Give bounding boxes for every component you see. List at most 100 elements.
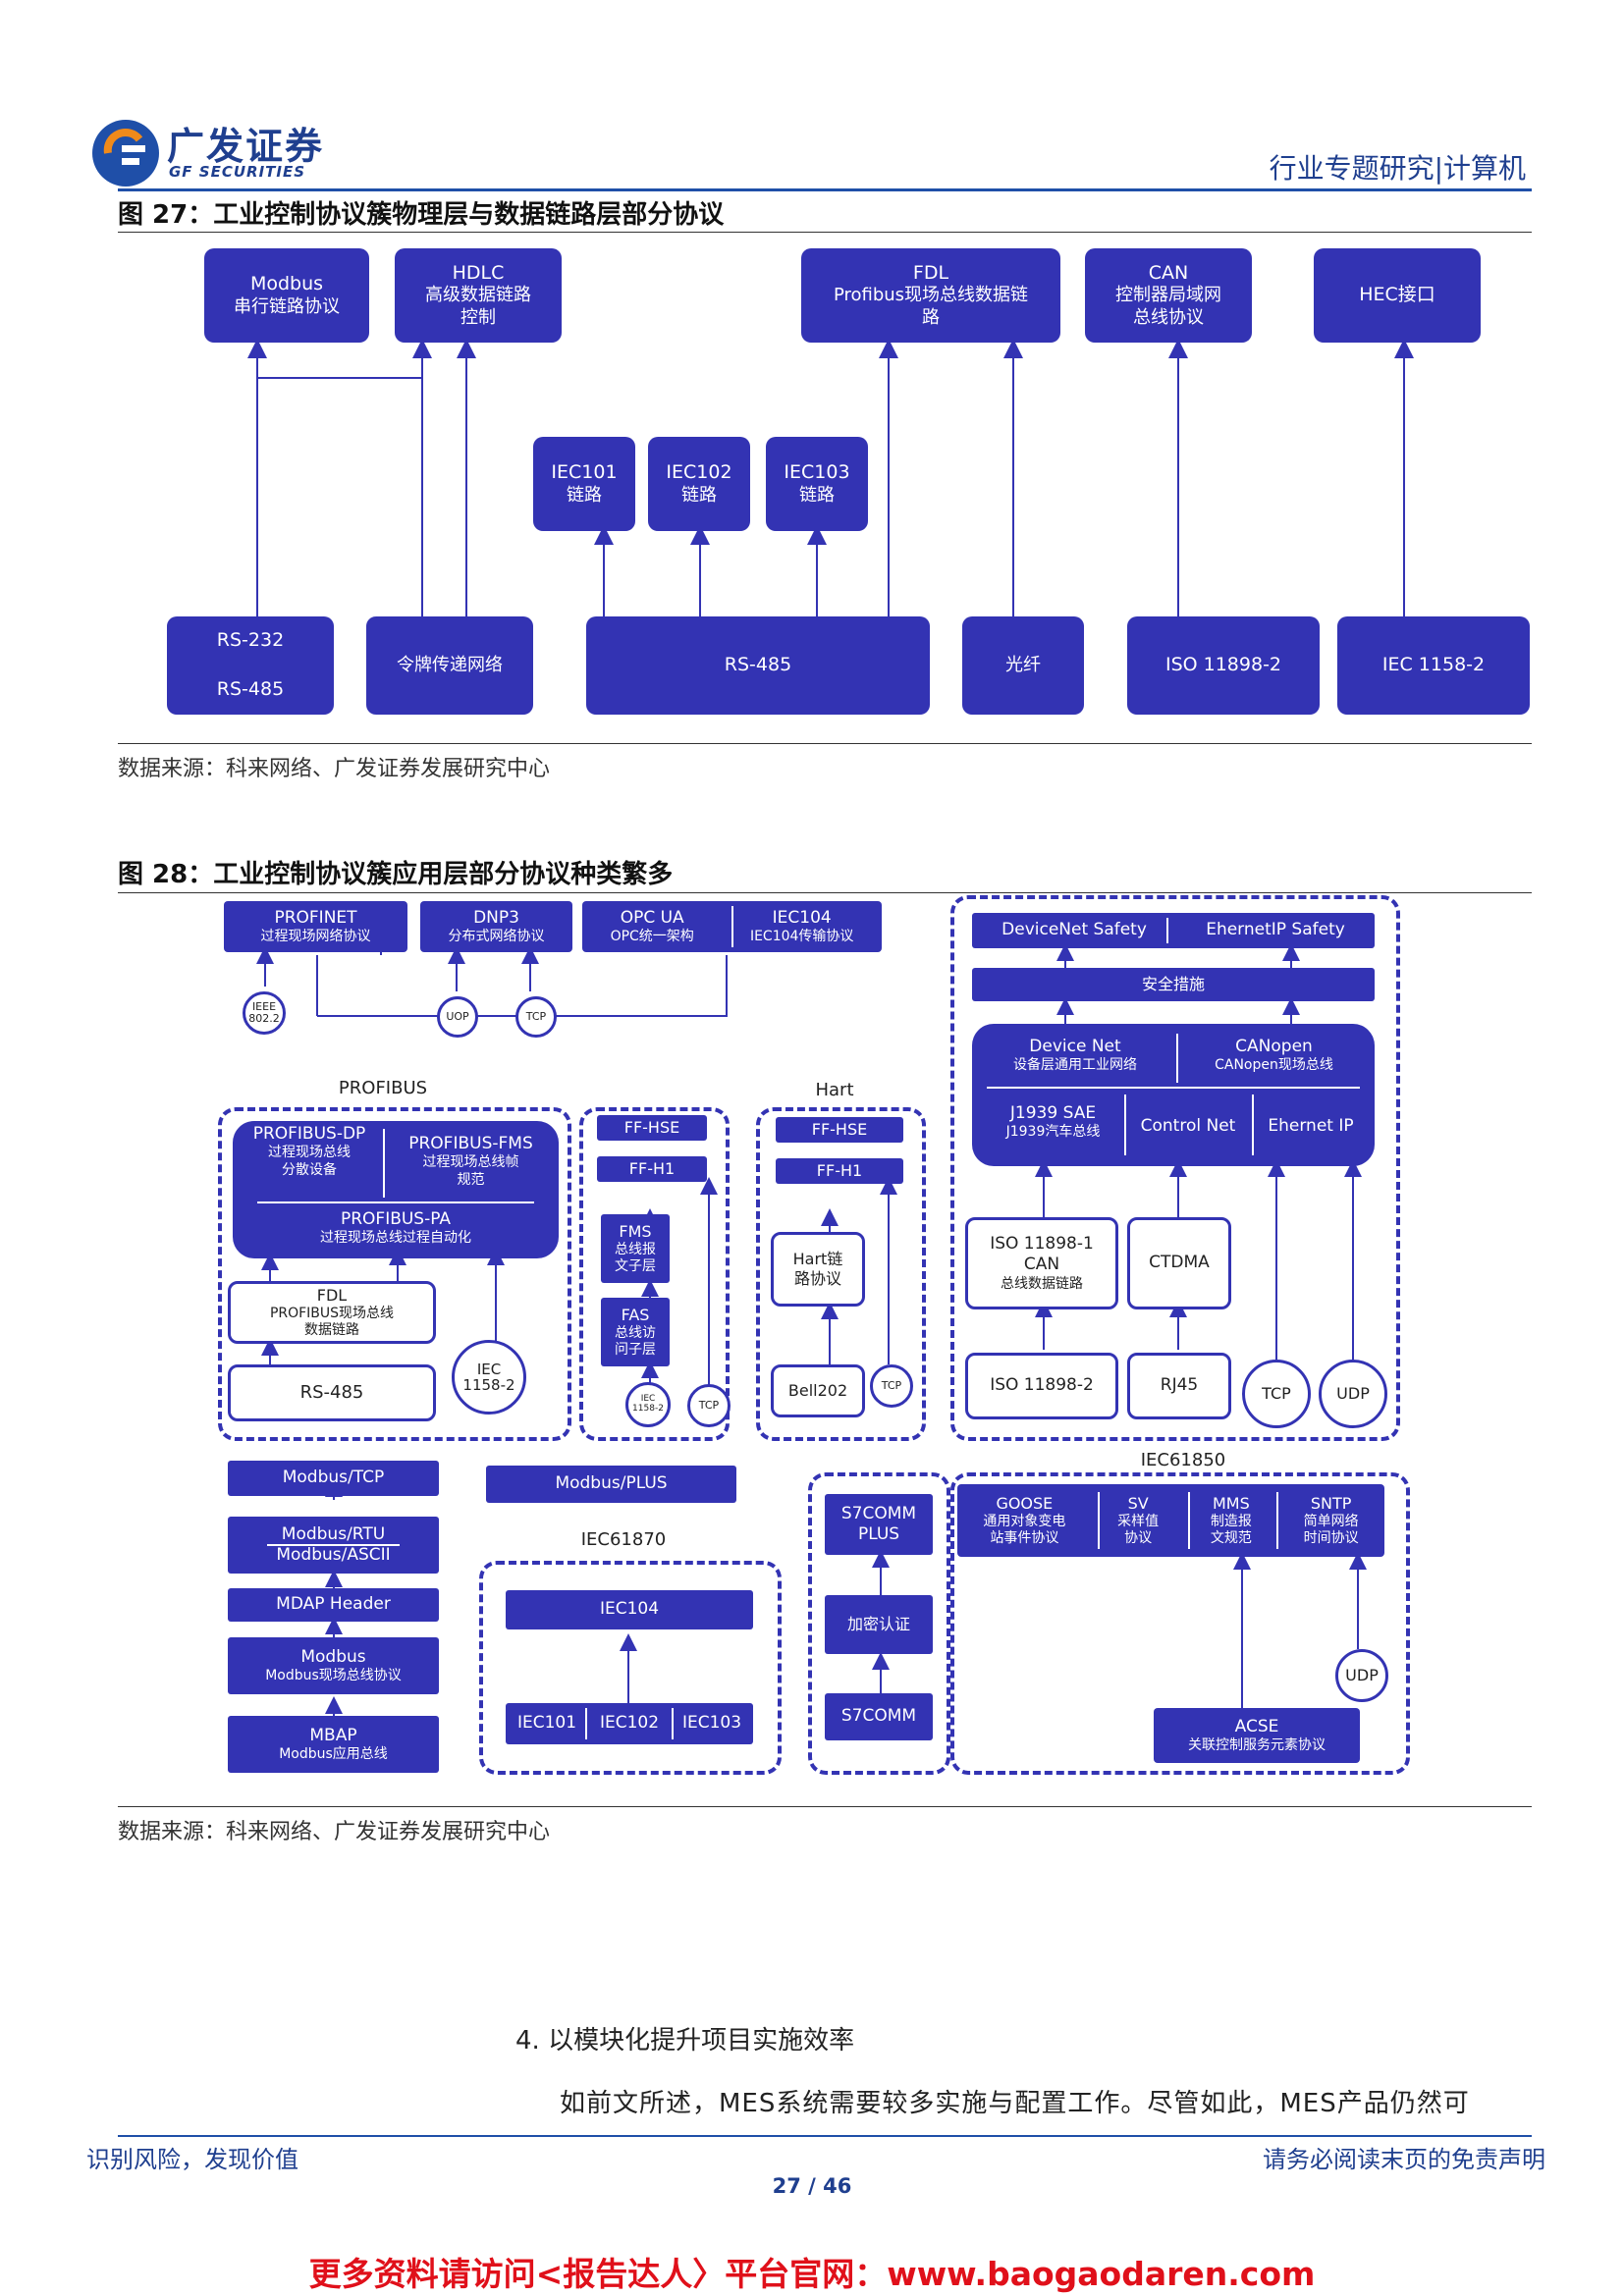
iso11898-box: ISO 11898-2 <box>1127 616 1320 715</box>
logo-cn-text: 广发证券 <box>167 125 325 168</box>
fig27-title: 图 27：工业控制协议簇物理层与数据链路层部分协议 <box>118 200 725 230</box>
controlnet-text: Control Net <box>1140 1116 1236 1136</box>
iec101-text: IEC101 <box>516 1713 577 1734</box>
iec102-text: IEC102 <box>599 1713 660 1734</box>
header-rule <box>118 188 1532 191</box>
sv-divider <box>1188 1492 1190 1549</box>
encrypt-auth-box: 加密认证 <box>825 1595 933 1654</box>
page-number: 27 / 46 <box>772 2174 852 2198</box>
opc-divider <box>731 906 733 947</box>
iec101-103-box: IEC101 IEC102 IEC103 <box>506 1703 753 1744</box>
modbus-plus-box: Modbus/PLUS <box>486 1466 736 1503</box>
gf-logo-icon <box>92 120 159 187</box>
rj45-box: RJ45 <box>1127 1353 1231 1419</box>
fig28-title: 图 28：工业控制协议簇应用层部分协议种类繁多 <box>118 860 674 889</box>
ctdma-box: CTDMA <box>1127 1217 1231 1309</box>
footer-slogan: 识别风险，发现价值 <box>86 2146 298 2173</box>
modbus-rtu-divider <box>267 1544 400 1546</box>
iec1158-box: IEC 1158-2 <box>1337 616 1530 715</box>
devicenet-canopen-box <box>972 1024 1375 1166</box>
tcp-circle-right: TCP <box>1242 1360 1311 1428</box>
bell202-box: Bell202 <box>771 1364 865 1417</box>
profibus-rs485-box: RS-485 <box>228 1364 436 1421</box>
fig28-rule-top <box>118 892 1532 893</box>
profibus-label: PROFIBUS <box>338 1078 428 1098</box>
mms-divider <box>1276 1492 1278 1549</box>
mdap-header-box: MDAP Header <box>228 1588 439 1622</box>
uop-circle: UOP <box>437 996 478 1038</box>
profibus-divider-h <box>257 1201 534 1203</box>
iec61870-label: IEC61870 <box>580 1529 667 1550</box>
fig28-source: 数据来源：科来网络、广发证券发展研究中心 <box>118 1820 551 1844</box>
ff-hse-box: FF-HSE <box>597 1115 707 1141</box>
fiber-box: 光纤 <box>962 616 1084 715</box>
footer-disclaimer: 请务必阅读末页的免责声明 <box>1263 2146 1545 2173</box>
udp-circle: UDP <box>1335 1649 1388 1702</box>
ethernetip-safety-text: EhernetIP Safety <box>1206 920 1345 940</box>
iec61870-group <box>479 1561 782 1775</box>
j1939-divider <box>1124 1095 1126 1155</box>
section-heading: 4. 以模块化提升项目实施效率 <box>515 2026 855 2056</box>
ff-h1-box: FF-H1 <box>597 1156 707 1182</box>
iec61850-lower-group <box>950 1472 1410 1775</box>
profibus-divider-v <box>383 1129 385 1198</box>
profibus-top-box <box>233 1121 559 1258</box>
safety-divider <box>1166 918 1168 943</box>
footer-rule <box>118 2135 1532 2137</box>
s7-group <box>808 1472 950 1775</box>
iec61850-label: IEC61850 <box>1140 1450 1226 1470</box>
fig27-source: 数据来源：科来网络、广发证券发展研究中心 <box>118 757 551 781</box>
rs485-box: RS-485 <box>586 616 930 715</box>
promo-banner[interactable]: 更多资料请访问<报告达人〉平台官网：www.baogaodaren.com <box>308 2255 1316 2293</box>
fig27-rule-bottom <box>118 743 1532 744</box>
iec-div-2 <box>672 1708 674 1739</box>
iec104-box: IEC104 <box>506 1590 753 1629</box>
safety-group <box>950 895 1400 1441</box>
udp-circle-right: UDP <box>1319 1360 1387 1428</box>
body-paragraph: 如前文所述，MES系统需要较多实施与配置工作。尽管如此，MES产品仍然可 <box>560 2089 1470 2118</box>
iso11898-2-box: ISO 11898-2 <box>965 1353 1118 1419</box>
iec-div-1 <box>585 1708 587 1739</box>
ethernetip-text: Ehernet IP <box>1268 1116 1354 1136</box>
dn-divider-h <box>987 1087 1360 1089</box>
ff-group <box>579 1107 730 1441</box>
devicenet-safety-text: DeviceNet Safety <box>1001 920 1147 940</box>
iec103-text: IEC103 <box>681 1713 742 1734</box>
controlnet-divider <box>1252 1095 1254 1155</box>
fig27-rule-top <box>118 232 1532 233</box>
hec-box: HEC接口 <box>1314 248 1481 343</box>
safety-protocol-box: DeviceNet Safety EhernetIP Safety <box>972 913 1375 948</box>
dn-divider <box>1176 1034 1178 1083</box>
